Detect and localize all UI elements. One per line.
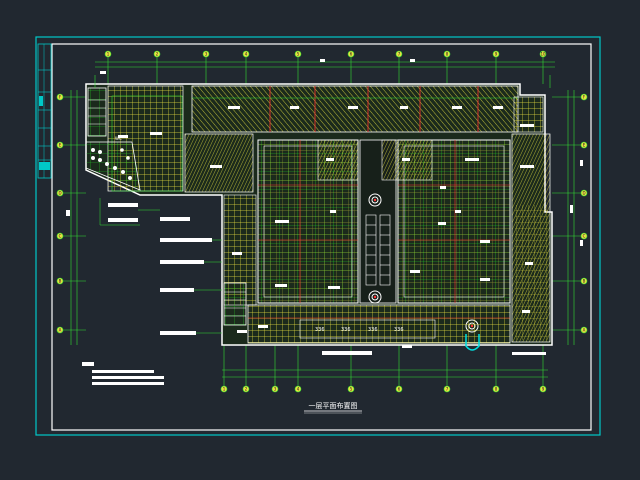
right-axis-label-2: D xyxy=(582,190,585,195)
left-axis-markers: F E D C B A xyxy=(56,93,86,334)
top-axis-label-7: 8 xyxy=(446,51,449,56)
bottom-axis-label-1: 2 xyxy=(245,386,248,391)
left-axis-bubble-0 xyxy=(56,93,64,101)
bottom-axis-bubble-7 xyxy=(492,385,500,393)
top-axis-label-1: 2 xyxy=(156,51,159,56)
top-axis-label-4: 5 xyxy=(297,51,300,56)
bottom-axis-bubble-8 xyxy=(539,385,547,393)
escalator xyxy=(365,214,391,286)
bottom-axis-label-3: 4 xyxy=(297,386,300,391)
bottom-axis-bubble-5 xyxy=(395,385,403,393)
left-stair xyxy=(87,87,107,137)
building-plan: WC xyxy=(85,75,553,355)
top-axis-bubble-4 xyxy=(294,50,302,58)
left-axis-bubble-2 xyxy=(56,189,64,197)
stair-south-west xyxy=(223,282,247,326)
left-axis-label-1: E xyxy=(59,142,62,147)
left-axis-label-2: D xyxy=(58,190,61,195)
top-axis-bubble-1 xyxy=(153,50,161,58)
left-axis-bubble-1 xyxy=(56,141,64,149)
bottom-axis-label-5: 6 xyxy=(398,386,401,391)
room-label-wc: WC xyxy=(115,136,122,141)
top-axis-bubble-3 xyxy=(242,50,250,58)
bottom-axis-bubble-1 xyxy=(242,385,250,393)
top-axis-bubble-2 xyxy=(202,50,210,58)
left-axis-label-3: C xyxy=(59,233,62,238)
top-axis-bubble-5 xyxy=(347,50,355,58)
right-axis-bubble-3 xyxy=(580,232,588,240)
south-strip xyxy=(248,305,510,343)
right-axis-bubble-5 xyxy=(580,326,588,334)
left-axis-label-5: A xyxy=(59,327,62,332)
top-axis-label-9: 10 xyxy=(540,51,546,56)
outer-frame xyxy=(35,36,601,436)
right-axis-label-3: C xyxy=(583,233,586,238)
right-axis-bubble-2 xyxy=(580,189,588,197)
dimension-ticks xyxy=(66,59,583,246)
bottom-axis-bubble-3 xyxy=(294,385,302,393)
room-label-336-a: 336 xyxy=(315,327,325,333)
washroom-block xyxy=(85,141,141,191)
sheet-border xyxy=(51,43,592,431)
room-label-336-d: 336 xyxy=(394,327,404,333)
notes-block xyxy=(82,362,164,385)
left-axis-bubble-3 xyxy=(56,232,64,240)
top-axis-bubble-8 xyxy=(492,50,500,58)
right-axis-label-1: E xyxy=(583,142,586,147)
right-axis-markers: F E D C B A xyxy=(552,93,588,334)
legend-bars xyxy=(108,203,372,355)
bottom-axis-bubble-0 xyxy=(220,385,228,393)
top-axis-markers: 1 2 3 4 5 6 7 8 9 10 xyxy=(104,50,547,84)
room-tags xyxy=(118,106,546,355)
top-axis-bubble-0 xyxy=(104,50,112,58)
room-label-336-c: 336 xyxy=(368,327,378,333)
top-axis-label-6: 7 xyxy=(398,51,401,56)
right-axis-label-0: F xyxy=(583,94,586,99)
right-axis-bubble-4 xyxy=(580,277,588,285)
left-axis-bubble-5 xyxy=(56,326,64,334)
room-label-336-b: 336 xyxy=(341,327,351,333)
top-axis-bubble-9 xyxy=(539,50,547,58)
entrance-icon xyxy=(465,334,480,351)
top-axis-bubble-7 xyxy=(443,50,451,58)
bottom-axis-label-4: 5 xyxy=(350,386,353,391)
bottom-axis-label-2: 3 xyxy=(274,386,277,391)
drawing-title: 一层平面布置图 xyxy=(309,401,358,410)
hatched-zone-left xyxy=(185,134,253,192)
left-axis-label-4: B xyxy=(59,278,62,283)
bottom-axis-bubble-6 xyxy=(443,385,451,393)
top-axis-label-8: 9 xyxy=(495,51,498,56)
bottom-axis-label-6: 7 xyxy=(446,386,449,391)
right-axis-label-5: A xyxy=(583,327,586,332)
right-axis-bubble-1 xyxy=(580,141,588,149)
top-axis-bubble-6 xyxy=(395,50,403,58)
bottom-axis-label-8: 9 xyxy=(542,386,545,391)
top-axis-label-2: 3 xyxy=(205,51,208,56)
bottom-axis-bubble-4 xyxy=(347,385,355,393)
bottom-axis-bubble-2 xyxy=(271,385,279,393)
top-axis-label-3: 4 xyxy=(245,51,248,56)
title-block xyxy=(37,43,52,179)
right-axis-bubble-0 xyxy=(580,93,588,101)
bottom-axis-label-7: 8 xyxy=(495,386,498,391)
left-axis-bubble-4 xyxy=(56,277,64,285)
top-axis-label-0: 1 xyxy=(107,51,110,56)
left-axis-label-0: F xyxy=(59,94,62,99)
bottom-axis-label-0: 1 xyxy=(223,386,226,391)
top-axis-label-5: 6 xyxy=(350,51,353,56)
bottom-axis-markers: 1 2 3 4 5 6 7 8 9 xyxy=(220,345,547,393)
right-axis-label-4: B xyxy=(583,278,586,283)
